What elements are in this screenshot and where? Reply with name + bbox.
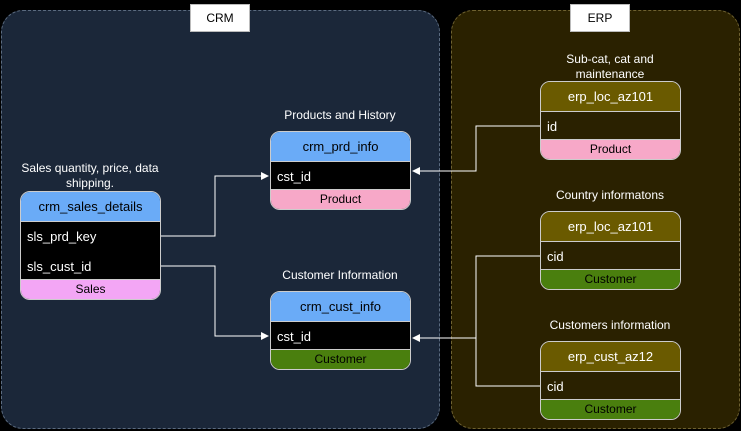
entity-footer: Product [271, 189, 410, 209]
caption-subcat: Sub-cat, cat and maintenance [566, 52, 654, 81]
caption-sales: Sales quantity, price, data shipping. [21, 161, 159, 190]
entity-erp-loc-az101-customer[interactable]: erp_loc_az101 cid Customer [540, 211, 681, 290]
entity-title: crm_cust_info [271, 292, 410, 322]
field-cid: cid [547, 249, 564, 264]
entity-footer: Customer [271, 349, 410, 369]
entity-erp-loc-az101-product[interactable]: erp_loc_az101 id Product [540, 81, 681, 160]
field-cst-id: cst_id [277, 329, 311, 344]
field-cid: cid [547, 379, 564, 394]
entity-footer: Sales [21, 279, 160, 299]
connector-sales-to-customer [161, 265, 269, 340]
entity-footer: Customer [541, 399, 680, 419]
erp-region-label: ERP [570, 4, 630, 32]
entity-footer: Product [541, 139, 680, 159]
entity-crm-cust-info[interactable]: crm_cust_info cst_id Customer [270, 291, 411, 370]
connector-erp-product-to-crm-product [412, 125, 540, 175]
crm-region-label: CRM [190, 4, 250, 32]
field-id: id [547, 119, 558, 134]
entity-title: erp_loc_az101 [541, 82, 680, 112]
entity-title: crm_sales_details [21, 192, 160, 222]
entity-erp-cust-az12[interactable]: erp_cust_az12 cid Customer [540, 341, 681, 420]
connector-sales-to-product [161, 172, 269, 237]
entity-footer: Customer [541, 269, 680, 289]
entity-crm-sales-details[interactable]: crm_sales_details sls_prd_key sls_cust_i… [20, 191, 161, 300]
caption-country: Country informatons [555, 188, 665, 202]
entity-title: erp_cust_az12 [541, 342, 680, 372]
caption-customers: Customers information [549, 318, 671, 332]
field-sls-prd-key: sls_prd_key [27, 229, 97, 244]
connector-erp-cust-az12-to-crm-customer [475, 338, 540, 387]
caption-products: Products and History [284, 108, 396, 122]
entity-title: crm_prd_info [271, 132, 410, 162]
field-cst-id: cst_id [277, 169, 311, 184]
field-sls-cust-id: sls_cust_id [27, 259, 92, 274]
entity-crm-prd-info[interactable]: crm_prd_info cst_id Product [270, 131, 411, 210]
caption-customer: Customer Information [282, 268, 398, 282]
entity-title: erp_loc_az101 [541, 212, 680, 242]
connector-erp-country-to-crm-customer [412, 255, 540, 342]
